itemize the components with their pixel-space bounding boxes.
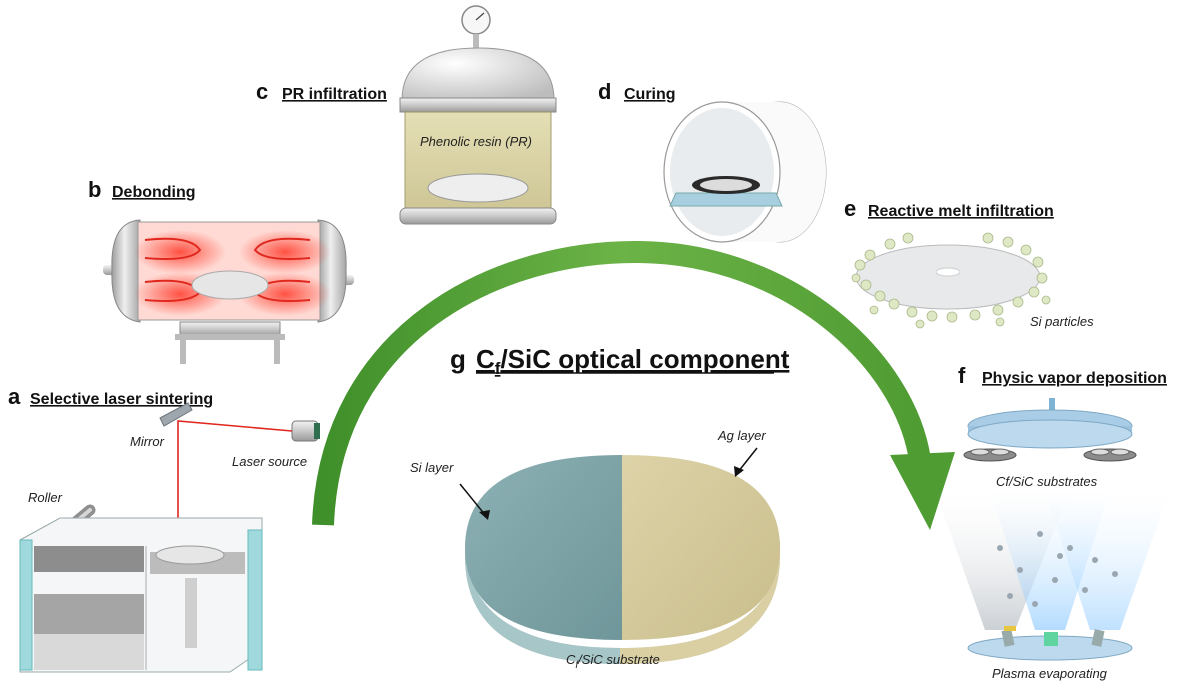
- mirror-label: Mirror: [130, 434, 165, 449]
- panel-a-letter: a: [8, 384, 21, 409]
- si-layer-label: Si layer: [410, 460, 454, 475]
- plasma-label: Plasma evaporating: [992, 666, 1108, 681]
- panel-d: d Curing: [598, 79, 826, 242]
- pressure-gauge-icon: [462, 6, 490, 48]
- si-particles-label: Si particles: [1030, 314, 1094, 329]
- substrate-holder: [964, 449, 1136, 461]
- curing-oven: [664, 102, 826, 242]
- panel-c: c PR infiltration Phenolic resin (PR): [256, 6, 556, 224]
- powder-bed-machine: [20, 518, 262, 672]
- panel-g: g Cf/SiC optical component Si layer Ag l…: [410, 344, 790, 671]
- panel-c-letter: c: [256, 79, 268, 104]
- panel-d-title: Curing: [624, 86, 676, 103]
- plasma-plumes: [935, 490, 1170, 660]
- si-particles-disc: [852, 233, 1050, 328]
- panel-d-letter: d: [598, 79, 611, 104]
- substrates-label: Cf/SiC substrates: [996, 474, 1098, 489]
- panel-b-letter: b: [88, 177, 101, 202]
- panel-b-title: Debonding: [112, 184, 196, 201]
- substrate-label: Cf/SiC substrate: [566, 652, 660, 671]
- panel-f-letter: f: [958, 363, 966, 388]
- panel-e: e Reactive melt infiltration Si particle…: [844, 196, 1094, 329]
- panel-a: a Selective laser sintering Mirror Laser…: [8, 384, 320, 672]
- vacuum-chamber: [400, 6, 556, 224]
- panel-g-letter: g: [450, 344, 466, 374]
- ag-layer-pointer: [738, 448, 757, 472]
- phenolic-resin-label: Phenolic resin (PR): [420, 134, 532, 149]
- panel-f: f Physic vapor deposition Cf/SiC substra…: [935, 363, 1170, 681]
- panel-f-title: Physic vapor deposition: [982, 370, 1167, 387]
- panel-e-title: Reactive melt infiltration: [868, 203, 1054, 220]
- laser-source-label: Laser source: [232, 454, 307, 469]
- panel-c-title: PR infiltration: [282, 86, 387, 103]
- optical-component-disc: [465, 455, 780, 664]
- panel-e-letter: e: [844, 196, 856, 221]
- roller-label: Roller: [28, 490, 63, 505]
- laser-source-icon: [292, 421, 320, 441]
- ag-layer-label: Ag layer: [717, 428, 766, 443]
- debonding-furnace: [103, 220, 354, 364]
- pvd-chamber: [964, 398, 1136, 461]
- panel-b: b Debonding: [88, 177, 354, 364]
